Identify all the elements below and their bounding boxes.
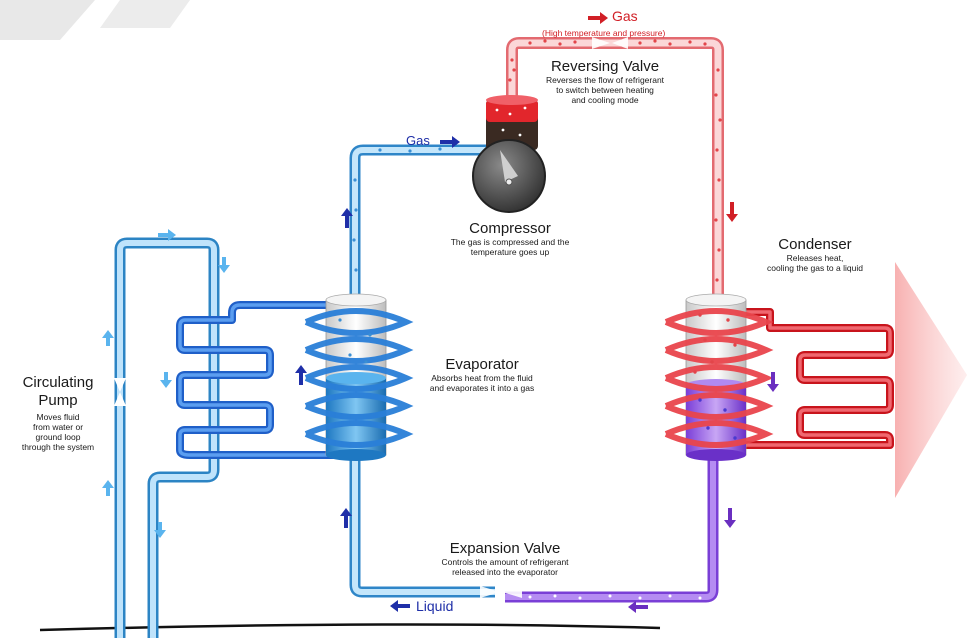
top-gas-label: Gas: [612, 8, 638, 24]
reversing-valve-block: Reversing Valve Reverses the flow of ref…: [530, 58, 680, 105]
liquid-pipe: [505, 455, 719, 603]
evaporator-desc: Absorbs heat from the fluid and evaporat…: [429, 373, 535, 393]
heat-release-wedge: [895, 262, 967, 498]
top-gas-note: (High temperature and pressure): [542, 28, 666, 38]
evaporator-fluid-coil: [176, 301, 335, 459]
arrow-left-icon: [390, 600, 410, 612]
arrow-down-icon: [218, 257, 230, 273]
arrow-up-icon: [102, 480, 114, 496]
cold-bubbles: [352, 147, 442, 272]
liquid-bubbles: [528, 594, 702, 600]
arrow-up-icon: [102, 330, 114, 346]
flow-arrows: [102, 12, 779, 613]
decor-shape: [0, 0, 95, 40]
arrow-left-icon: [628, 601, 648, 613]
circulating-loop: [114, 237, 220, 638]
left-gas-label: Gas: [406, 133, 430, 148]
expansion-valve-desc: Controls the amount of refrigerant relea…: [441, 557, 569, 577]
reversing-valve-title: Reversing Valve: [550, 58, 660, 75]
arrow-down-icon: [726, 202, 738, 222]
pump-pinch: [114, 378, 126, 406]
compressor-desc: The gas is compressed and the temperatur…: [450, 237, 570, 257]
arrow-down-icon: [724, 508, 736, 528]
compressor: [472, 95, 546, 213]
expansion-valve-block: Expansion Valve Controls the amount of r…: [430, 540, 580, 577]
evaporator-block: Evaporator Absorbs heat from the fluid a…: [412, 356, 552, 393]
condenser-desc: Releases heat, cooling the gas to a liqu…: [767, 253, 863, 273]
condenser-cylinder: [664, 293, 774, 461]
arrow-up-icon: [341, 208, 353, 228]
condenser-output-coil: [745, 308, 894, 449]
condenser-block: Condenser Releases heat, cooling the gas…: [745, 236, 885, 273]
circulating-pump-title: Circulating Pump: [22, 374, 94, 409]
arrow-right-icon: [440, 136, 460, 148]
reversing-valve-desc: Reverses the flow of refrigerant to swit…: [545, 75, 665, 105]
expansion-valve-title: Expansion Valve: [449, 540, 561, 557]
cold-gas-pipe: [349, 144, 490, 300]
evaporator-title: Evaporator: [445, 356, 519, 373]
decor-shape: [100, 0, 190, 28]
evaporator-cylinder: [304, 293, 414, 461]
ground-line: [39, 623, 661, 632]
low-pressure-pipe: [349, 458, 495, 598]
arrow-up-icon: [295, 365, 307, 385]
arrow-down-icon: [154, 522, 166, 538]
reversing-valve-pinch: [592, 37, 628, 49]
arrow-right-icon: [158, 229, 176, 241]
circulating-pump-desc: Moves fluid from water or ground loop th…: [21, 412, 95, 452]
circulating-pump-block: Circulating Pump Moves fluid from water …: [8, 374, 108, 452]
arrow-up-icon: [340, 508, 352, 528]
compressor-block: Compressor The gas is compressed and the…: [425, 220, 595, 257]
liquid-label: Liquid: [416, 598, 454, 614]
arrow-down-icon: [767, 372, 779, 392]
arrow-right-icon: [588, 12, 608, 24]
arrow-down-icon: [160, 372, 172, 388]
condenser-title: Condenser: [778, 236, 852, 253]
compressor-title: Compressor: [469, 220, 551, 237]
expansion-valve-pinch: [480, 586, 522, 598]
refrigerant-bubbles: [508, 39, 722, 282]
